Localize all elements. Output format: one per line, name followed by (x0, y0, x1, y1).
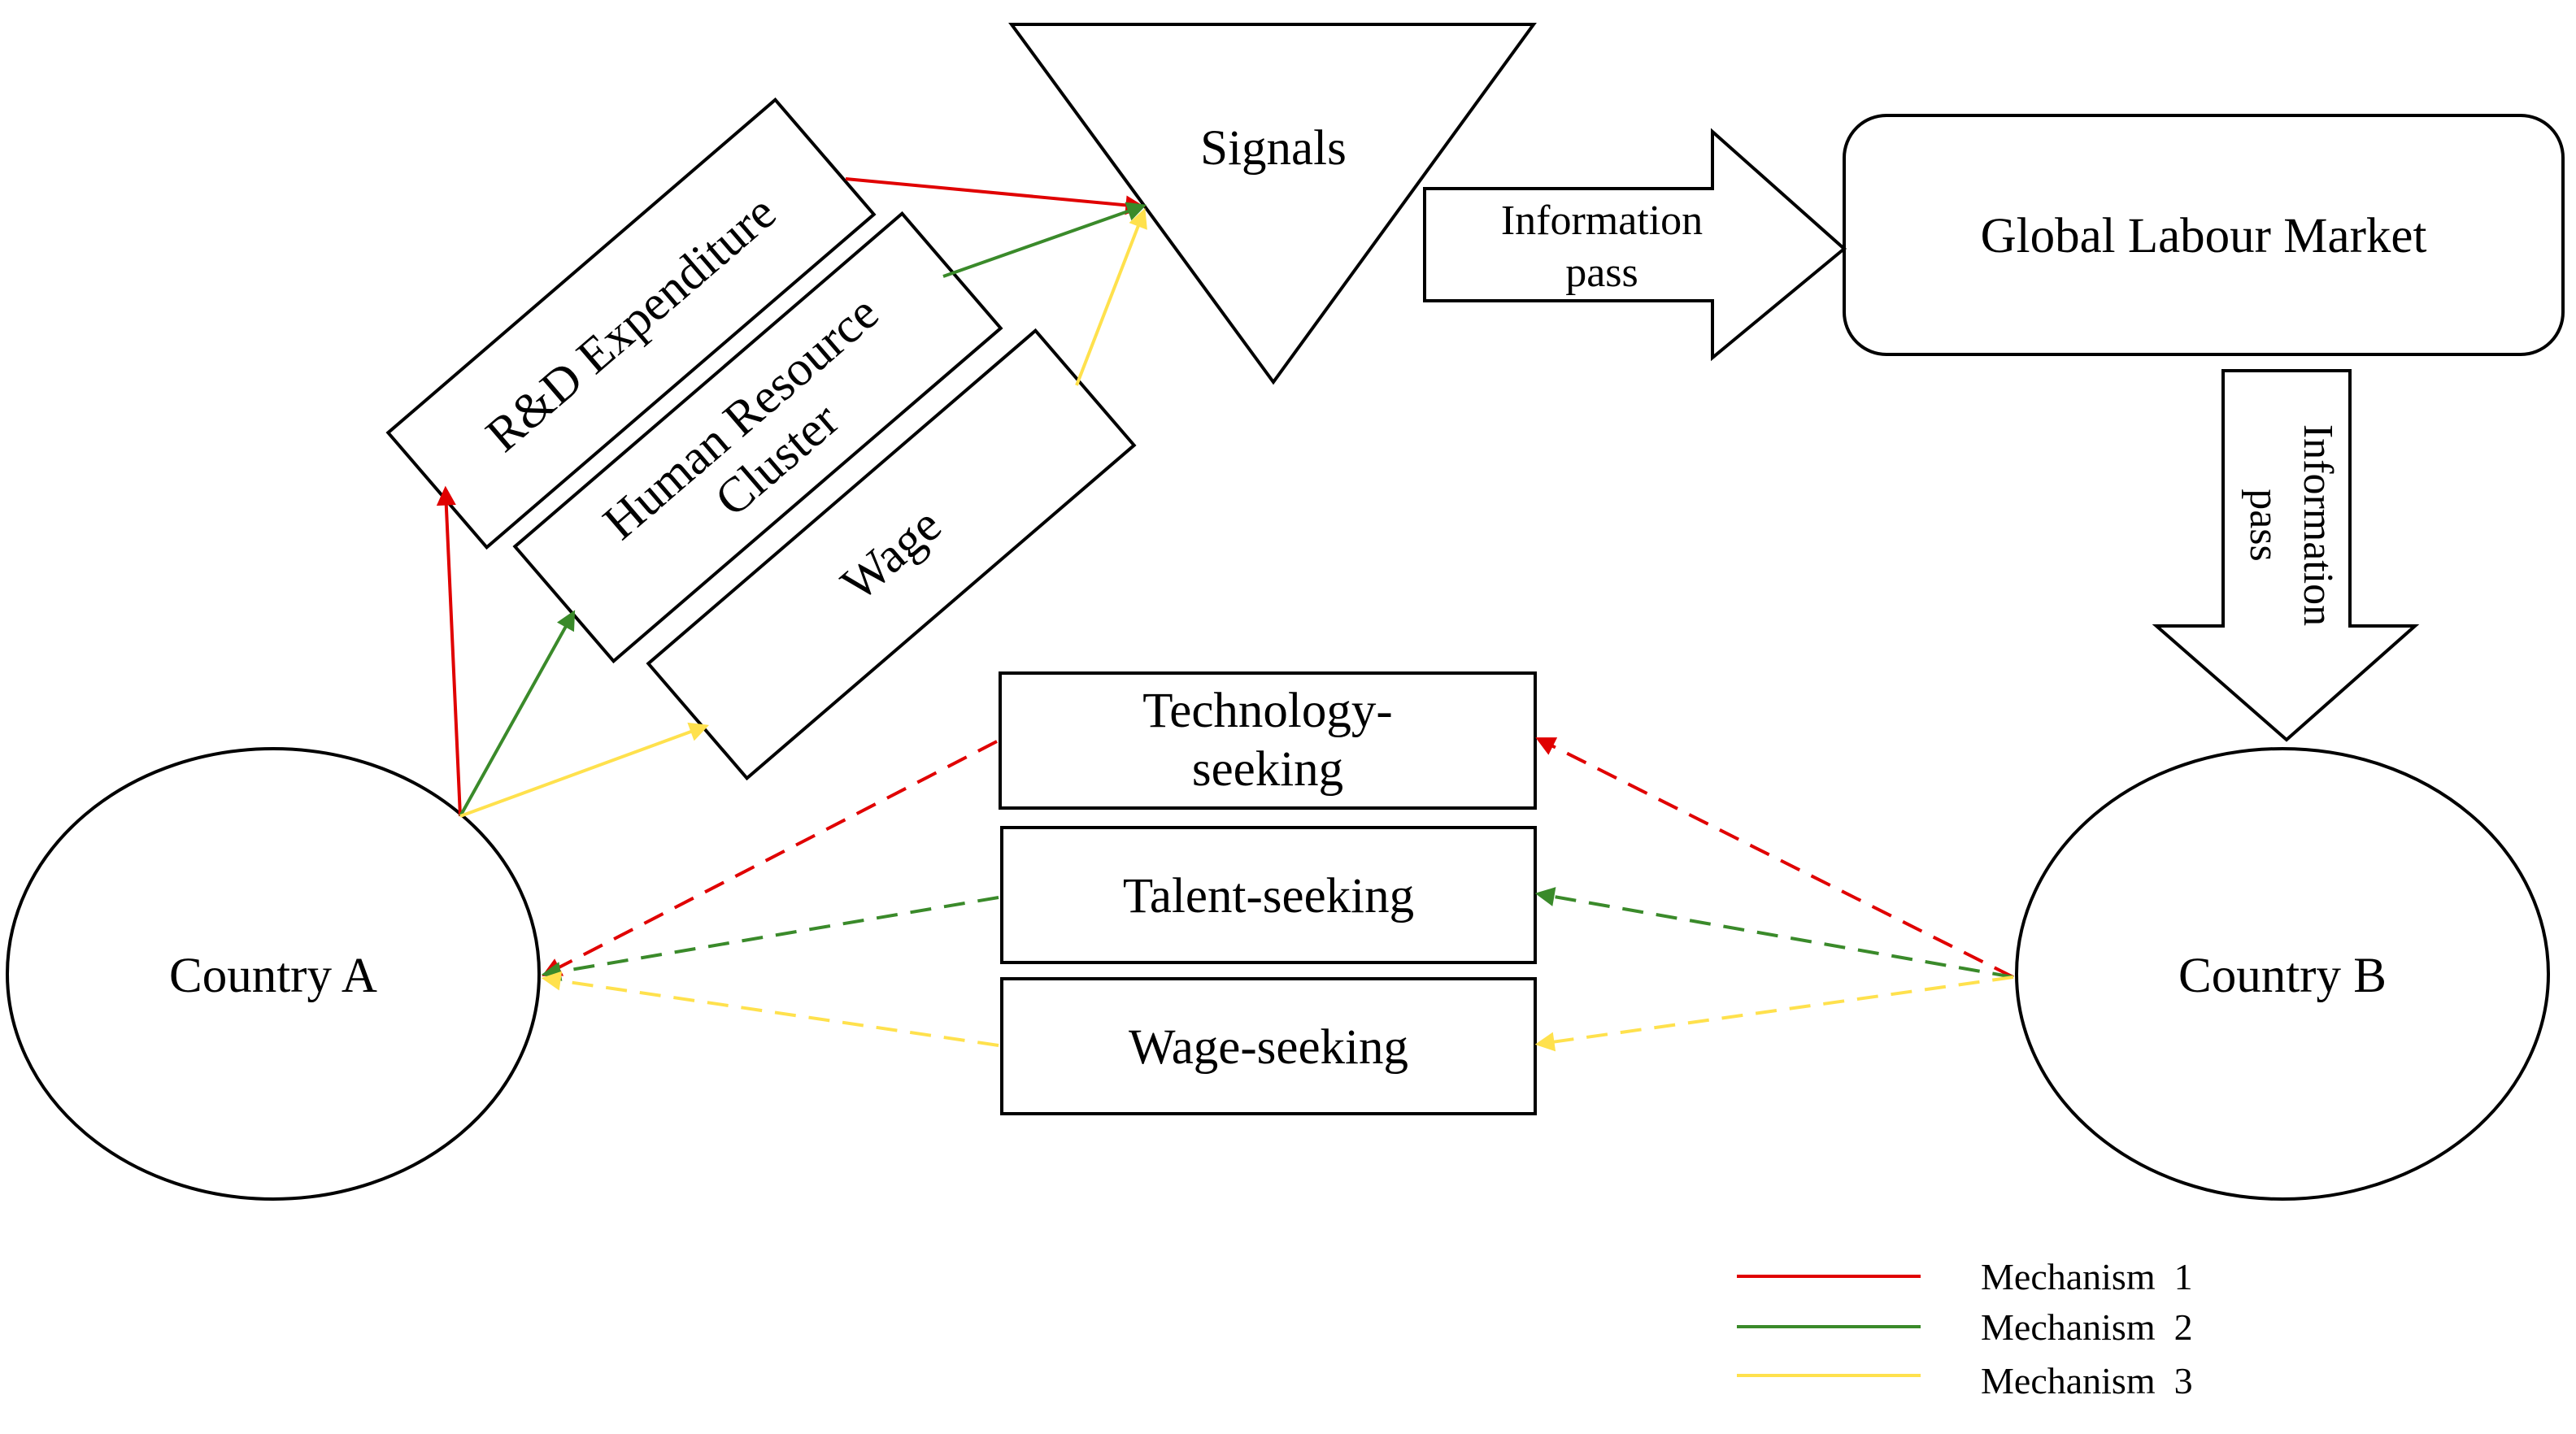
mechanism3-arrow-wage-to-signals (1075, 208, 1147, 386)
mechanism1-arrow-rd-to-signals (845, 177, 1146, 215)
country-b-node: Country B (2015, 747, 2550, 1201)
legend: Mechanism 1 Mechanism 2 Mechanism 3 (1737, 1256, 2193, 1401)
info-pass-v-line2: pass (2241, 489, 2287, 562)
legend-label-mechanism-2: Mechanism 2 (1981, 1306, 2193, 1348)
technology-seeking-line1: Technology- (1142, 684, 1392, 738)
mechanism2-dashed-b-to-talent (1534, 887, 2014, 979)
info-pass-h-line1: Information (1501, 198, 1703, 244)
legend-label-mechanism-1: Mechanism 1 (1981, 1256, 2193, 1297)
mechanism3-dashed-wage-to-a (541, 971, 999, 1047)
country-b-label: Country B (2178, 949, 2387, 1003)
talent-seeking-node: Talent-seeking (1000, 826, 1537, 964)
legend-item-mechanism-2: Mechanism 2 (1737, 1306, 2193, 1348)
talent-seeking-label: Talent-seeking (1123, 869, 1414, 923)
information-pass-arrow-horizontal: Information pass (1423, 128, 1847, 362)
country-a-label: Country A (169, 949, 377, 1003)
wage-node: Wage (646, 328, 1137, 781)
mechanism1-dashed-b-to-tech (1535, 737, 2014, 979)
mechanism3-dashed-b-to-wage (1534, 976, 2014, 1052)
mechanism1-arrow-a-to-rd (436, 485, 462, 817)
technology-seeking-node: Technology- seeking (999, 671, 1537, 810)
signals-label: Signals (1200, 121, 1347, 176)
mechanism2-arrow-hr-to-signals (942, 202, 1147, 278)
information-pass-arrow-vertical: Information pass (2152, 369, 2420, 742)
mechanism2-dashed-talent-to-a (541, 896, 999, 981)
info-pass-h-line2: pass (1565, 250, 1638, 296)
legend-label-mechanism-3: Mechanism 3 (1981, 1360, 2193, 1401)
global-labour-market-node: Global Labour Market (1843, 114, 2565, 356)
mechanism1-dashed-tech-to-a (542, 740, 998, 976)
technology-seeking-line2: seeking (1192, 742, 1343, 797)
wage-seeking-node: Wage-seeking (1000, 977, 1537, 1115)
mechanism3-arrow-a-to-wage (459, 722, 710, 818)
mechanism2-arrow-a-to-hr (459, 610, 576, 817)
country-a-node: Country A (6, 747, 541, 1201)
global-labour-market-label: Global Labour Market (1981, 209, 2427, 263)
info-pass-v-line1: Information (2295, 424, 2341, 626)
wage-seeking-label: Wage-seeking (1129, 1020, 1408, 1075)
legend-item-mechanism-3: Mechanism 3 (1737, 1360, 2193, 1401)
legend-item-mechanism-1: Mechanism 1 (1737, 1256, 2193, 1297)
